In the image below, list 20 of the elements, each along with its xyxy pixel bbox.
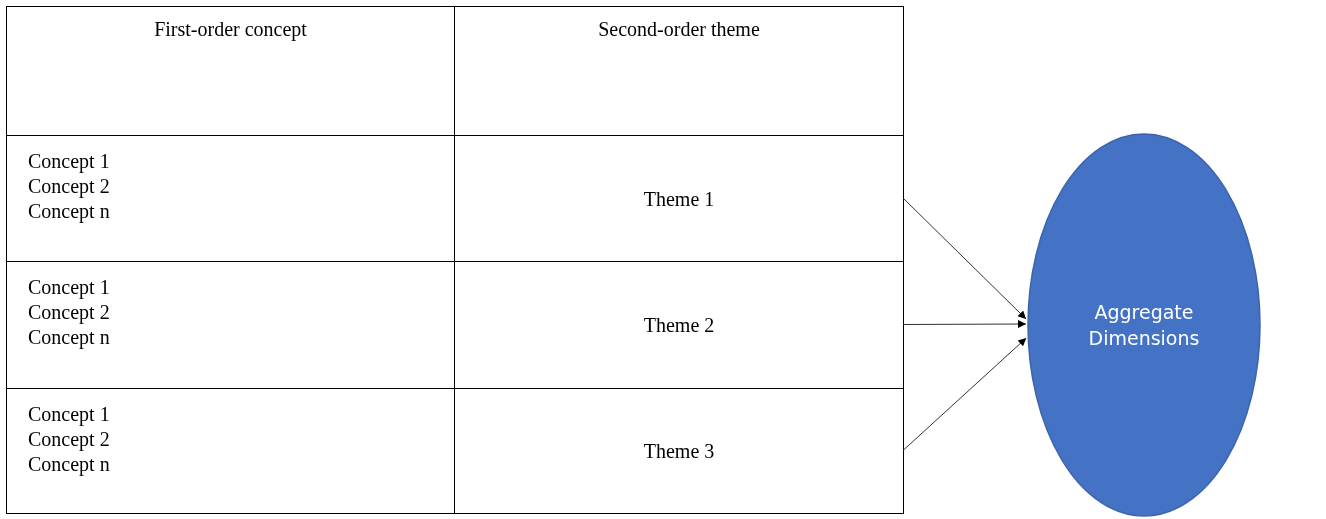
concept-label: Concept 2 (28, 427, 110, 452)
concept-label: Concept 1 (28, 402, 110, 427)
concept-label: Concept n (28, 452, 110, 477)
concept-label: Concept n (28, 325, 110, 350)
theme-cell (454, 388, 904, 514)
column-header: Second-order theme (598, 17, 760, 42)
concept-label: Concept 1 (28, 275, 110, 300)
theme-label: Theme 2 (643, 313, 715, 337)
arrow (902, 320, 1027, 329)
concept-label: Concept 2 (28, 174, 110, 199)
arrow (902, 337, 1027, 451)
ellipse-node (1027, 133, 1261, 517)
node-label: Aggregate Dimensions (1087, 300, 1201, 351)
theme-label: Theme 3 (643, 439, 715, 463)
theme-label: Theme 1 (643, 186, 715, 211)
concept-label: Concept n (28, 199, 110, 224)
arrow (902, 197, 1027, 320)
concept-label: Concept 2 (28, 300, 110, 325)
concept-label: Concept 1 (28, 149, 110, 174)
column-header: First-order concept (154, 17, 307, 43)
